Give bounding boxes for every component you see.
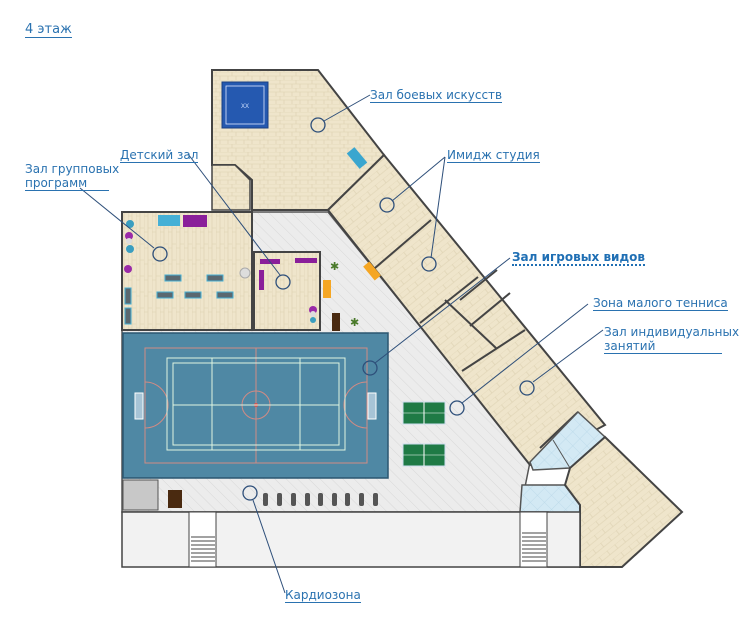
leader-lines [79,94,604,594]
room-kids [253,251,321,331]
svg-text:✱: ✱ [330,260,339,273]
marker-kids[interactable] [275,274,291,290]
room-lower-right [563,435,684,568]
marker-martial-arts[interactable] [310,117,326,133]
tennis-table [402,443,446,467]
label-cardio[interactable]: Кардиозона [285,588,361,603]
floor-title-link[interactable]: 4 этаж [25,22,72,38]
strip-dividers [374,219,579,449]
marker-cardio[interactable] [242,485,258,501]
label-text: Зал игровых видов [512,250,645,266]
label-table-tennis[interactable]: Зона малого тенниса [593,296,728,311]
label-text: Зал групповых [25,162,120,176]
marker-image-studio-1[interactable] [379,197,395,213]
label-text: Детский зал [120,148,199,163]
label-text: занятий [604,339,722,354]
label-text: Кардиозона [285,588,361,603]
strip-rooms [326,153,607,467]
marker-group-programs[interactable] [152,246,168,262]
staircase [519,511,548,568]
label-text: Зал боевых искусств [370,88,503,103]
sports-court [122,332,389,479]
marker-individual[interactable] [519,380,535,396]
label-text: Имидж студия [447,148,540,163]
floor-title: 4 этаж [25,22,72,38]
tennis-table [402,401,446,425]
bench [346,147,368,169]
svg-text:✱: ✱ [350,316,359,329]
staircase [188,511,217,568]
label-martial-arts[interactable]: Зал боевых искусств [370,88,503,103]
label-kids-hall[interactable]: Детский зал [120,148,199,163]
marker-image-studio-2[interactable] [421,256,437,272]
label-text: Зона малого тенниса [593,296,728,311]
svg-text:XX: XX [241,104,249,110]
marker-game-sports[interactable] [362,360,378,376]
room-group-programs [121,211,253,331]
label-text: программ [25,176,109,191]
label-text: Зал индивидуальных [604,325,740,339]
martial-arts-mat [221,81,269,129]
label-image-studio[interactable]: Имидж студия [447,148,540,163]
cardio-machines [263,493,378,506]
label-game-sports[interactable]: Зал игровых видов [512,250,645,266]
marker-table-tennis[interactable] [449,400,465,416]
